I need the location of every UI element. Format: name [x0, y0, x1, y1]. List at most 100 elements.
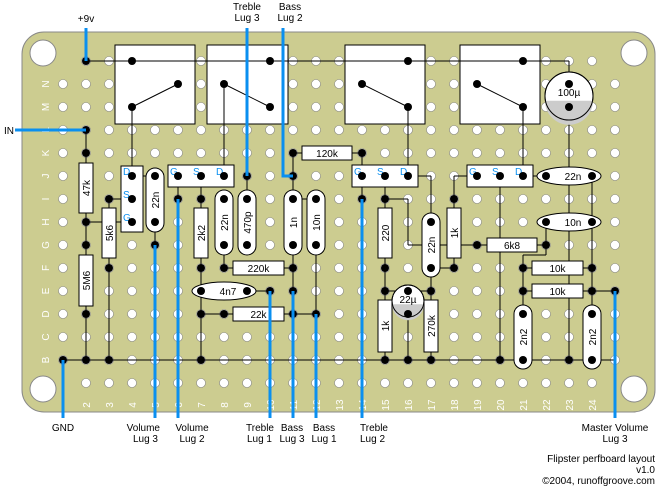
hole	[58, 217, 68, 227]
column-label: 22	[542, 399, 553, 411]
capacitor	[536, 212, 602, 232]
resistor	[301, 145, 353, 161]
resistor	[78, 254, 94, 307]
solder-point	[519, 356, 527, 364]
hole	[610, 102, 620, 112]
capacitor-value: 22n	[220, 214, 231, 231]
capacitor	[306, 189, 326, 256]
hole	[380, 148, 390, 158]
capacitor-value: 10n	[312, 214, 323, 231]
resistor-value: 1k	[381, 320, 392, 332]
hole	[265, 240, 275, 250]
resistor-value: 10k	[549, 287, 566, 298]
hole	[426, 148, 436, 158]
hole	[541, 125, 551, 135]
hole	[58, 332, 68, 342]
capacitor-value: 4n7	[220, 287, 237, 298]
solder-point	[427, 287, 435, 295]
column-label: 16	[404, 399, 415, 411]
label-bass2: Bass	[279, 2, 301, 13]
hole	[587, 148, 597, 158]
credit-version: v1.0	[636, 465, 655, 476]
hole	[196, 102, 206, 112]
hole	[104, 378, 114, 388]
solder-point	[197, 195, 205, 203]
resistor-value: 22k	[250, 310, 267, 321]
solder-point	[82, 310, 90, 318]
resistor-value: 220k	[248, 264, 271, 275]
hole	[104, 125, 114, 135]
hole	[449, 378, 459, 388]
solder-point	[588, 356, 596, 364]
solder-point	[289, 241, 297, 249]
resistor-value: 270k	[427, 314, 438, 337]
label-bass1: Bass	[313, 423, 335, 434]
resistor	[531, 260, 584, 276]
hole	[587, 378, 597, 388]
hole	[334, 240, 344, 250]
solder-point	[151, 172, 159, 180]
solder-point	[519, 57, 527, 65]
hole	[288, 125, 298, 135]
hole	[587, 56, 597, 66]
hole	[449, 332, 459, 342]
resistor-value: 47k	[82, 179, 93, 196]
hole	[610, 125, 620, 135]
hole	[288, 79, 298, 89]
solder-point	[266, 57, 274, 65]
hole	[495, 125, 505, 135]
hole	[58, 171, 68, 181]
capacitor	[191, 281, 257, 301]
solder-point	[381, 356, 389, 364]
column-label: 13	[335, 399, 346, 411]
capacitor-value: 1n	[289, 217, 300, 228]
solder-point	[312, 195, 320, 203]
hole	[58, 286, 68, 296]
credit-title: Flipster perfboard layout	[547, 454, 655, 465]
hole	[357, 125, 367, 135]
hole	[426, 378, 436, 388]
solder-point	[220, 264, 228, 272]
hole	[449, 102, 459, 112]
switch-footprint	[344, 44, 426, 125]
solder-point	[450, 195, 458, 203]
hole	[472, 378, 482, 388]
solder-point	[565, 80, 573, 88]
hole	[541, 332, 551, 342]
row-label: F	[41, 265, 52, 271]
hole	[518, 217, 528, 227]
resistor-value: 6k8	[504, 241, 521, 252]
solder-point	[197, 172, 205, 180]
hole	[495, 148, 505, 158]
hole	[219, 378, 229, 388]
solder-point	[542, 218, 550, 226]
hole	[472, 309, 482, 319]
solder-point	[174, 172, 182, 180]
jfet-pin-label: S	[193, 167, 200, 178]
hole	[472, 286, 482, 296]
jfet-pin-label: S	[492, 167, 499, 178]
solder-point	[542, 172, 550, 180]
solder-point	[588, 218, 596, 226]
column-label: 17	[427, 399, 438, 411]
jfet-pin-label: G	[469, 167, 477, 178]
solder-point	[519, 310, 527, 318]
hole	[426, 125, 436, 135]
capacitor	[421, 212, 441, 278]
solder-point	[243, 241, 251, 249]
jfet-pin-label: D	[123, 167, 130, 178]
label-vol3: Lug 3	[133, 434, 158, 445]
hole	[173, 125, 183, 135]
solder-point	[128, 218, 136, 226]
column-label: 18	[450, 399, 461, 411]
label-master3: Lug 3	[602, 434, 627, 445]
credit-copyright: ©2004, runoffgroove.com	[542, 476, 655, 487]
hole	[334, 378, 344, 388]
hole	[472, 194, 482, 204]
solder-point	[404, 172, 412, 180]
hole	[541, 378, 551, 388]
hole	[334, 263, 344, 273]
hole	[541, 148, 551, 158]
jfet-pin-label: D	[515, 167, 522, 178]
solder-point	[312, 241, 320, 249]
